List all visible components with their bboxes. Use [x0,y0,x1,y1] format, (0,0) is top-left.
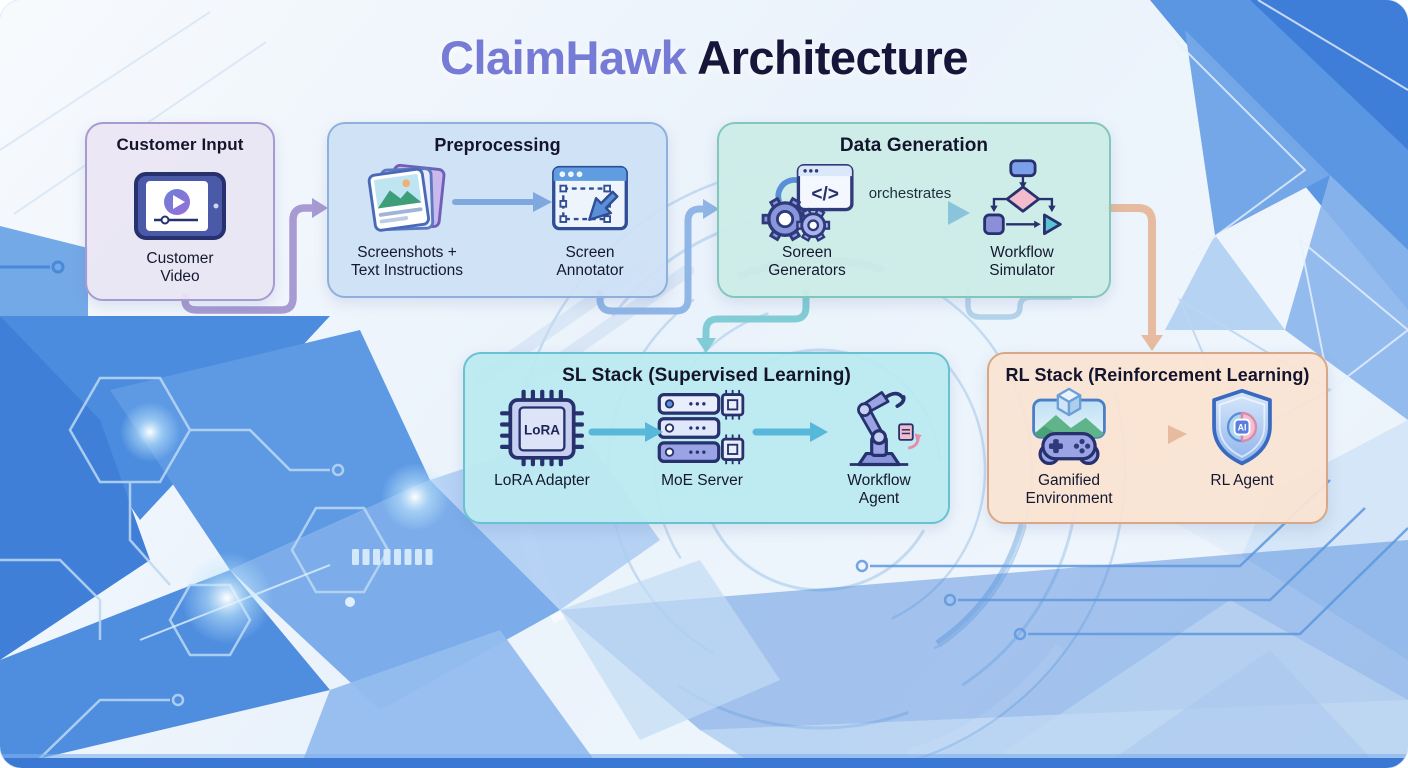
item-lora-adapter: LoRA LoRA Adapter [467,388,617,490]
orchestrates-label: orchestrates [868,185,952,202]
background-circuit-board [0,316,780,768]
bottom-strip [0,758,1408,768]
item-workflow-agent: Workflow Agent [804,388,954,508]
item-label: LoRA Adapter [494,472,590,489]
box-title-sl-stack: SL Stack (Supervised Learning) [562,365,851,386]
background-circuit-stub [965,290,1073,320]
title-brand: ClaimHawk [440,31,687,84]
arrowhead [1141,335,1163,351]
box-data-generation: Data Generation </> [717,122,1111,298]
item-label: Screenshots + Text Instructions [351,244,463,279]
item-label: Soreen Generators [768,244,846,279]
item-label: MoE Server [661,472,743,489]
item-rl-agent: AI RL Agent [1177,388,1307,490]
background-polygons-top-right [1150,0,1408,420]
gamified-environment-icon [1020,387,1118,468]
tablet-video-icon [132,166,228,246]
code-glyph: </> [811,184,839,205]
box-title-customer-input: Customer Input [116,135,244,154]
box-customer-input: Customer Input Customer Video [85,122,275,301]
ai-badge-text: AI [1238,422,1247,432]
rl-agent-icon: AI [1201,388,1283,468]
screen-annotator-icon [548,160,632,240]
item-label: Customer Video [146,250,214,285]
connector-datagen-to-sl [702,289,810,342]
box-title-preprocessing: Preprocessing [434,135,561,155]
item-customer-video: Customer Video [132,166,228,286]
item-label: Workflow Agent [847,472,911,507]
connector-customer-to-preprocessing [181,204,316,314]
box-preprocessing: Preprocessing Screenshots + Text In [327,122,668,298]
box-sl-stack: SL Stack (Supervised Learning) LoRA LoRA… [463,352,950,524]
item-label: Workflow Simulator [989,244,1055,279]
arrowhead [703,199,719,219]
arrowhead [696,338,716,353]
workflow-simulator-icon [974,159,1070,240]
item-moe-server: MoE Server [627,388,777,490]
item-screen-annotator: Screen Annotator [525,160,655,280]
screen-generators-icon: </> [754,160,860,242]
item-gamified-environment: Gamified Environment [999,387,1139,508]
screenshots-icon [361,160,453,240]
arrowhead [312,198,328,218]
item-label: Screen Annotator [556,244,624,279]
box-title-rl-stack: RL Stack (Reinforcement Learning) [1005,365,1310,385]
box-title-data-generation: Data Generation [839,135,989,156]
connector-preprocessing-to-datagen [596,205,707,315]
item-screenshots: Screenshots + Text Instructions [332,160,482,280]
lora-chip-icon: LoRA [497,388,587,468]
light-flare [181,552,273,644]
title-rest: Architecture [697,31,968,84]
chip-text: LoRA [524,423,560,438]
item-workflow-simulator: Workflow Simulator [947,159,1097,280]
item-label: Gamified Environment [1025,472,1113,507]
background-tick-bars [352,549,433,565]
page-title: ClaimHawk Architecture [0,30,1408,85]
moe-server-icon [653,388,751,468]
item-screen-generators: </> [727,160,887,280]
connector-datagen-to-rl [1104,204,1156,339]
workflow-agent-icon [832,388,926,468]
item-label: RL Agent [1210,472,1274,489]
box-rl-stack: RL Stack (Reinforcement Learning) [987,352,1328,524]
